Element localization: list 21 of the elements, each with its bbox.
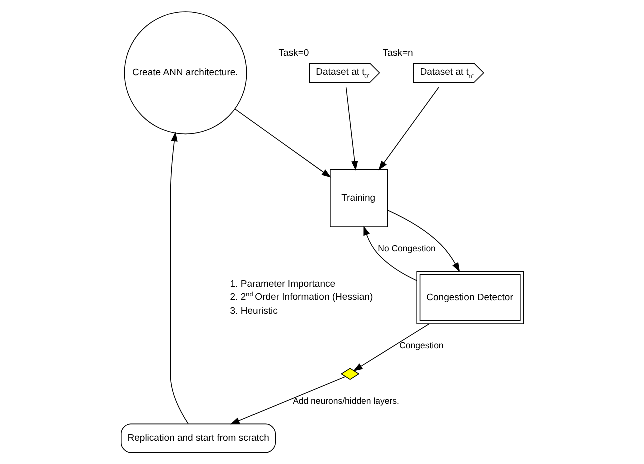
edge-label: Add neurons/hidden layers.	[292, 396, 399, 406]
node-box: Congestion Detector	[416, 270, 524, 324]
edge-label: Congestion	[399, 340, 444, 350]
node-box: Replication and start from scratch	[120, 423, 276, 453]
label: 1. Parameter Importance	[230, 278, 336, 290]
arrow	[363, 226, 417, 281]
arrow	[170, 132, 188, 424]
label: 3. Heuristic	[230, 306, 278, 317]
label: 2. 2$^{nd}$ Order Information (Hessian)	[230, 290, 373, 302]
node-label: Task=0	[278, 48, 309, 59]
arrow	[230, 376, 346, 424]
arrow	[378, 86, 439, 170]
edge-label: No Congestion	[378, 243, 436, 254]
arrow	[234, 108, 331, 178]
node-box: Training	[330, 168, 388, 227]
arrow	[386, 209, 460, 272]
node-circle: Create ANN architecture.	[124, 11, 247, 134]
arrow	[352, 323, 430, 371]
node-label: Task=n	[382, 48, 413, 59]
node-diamond	[340, 368, 360, 380]
arrow	[345, 86, 358, 170]
